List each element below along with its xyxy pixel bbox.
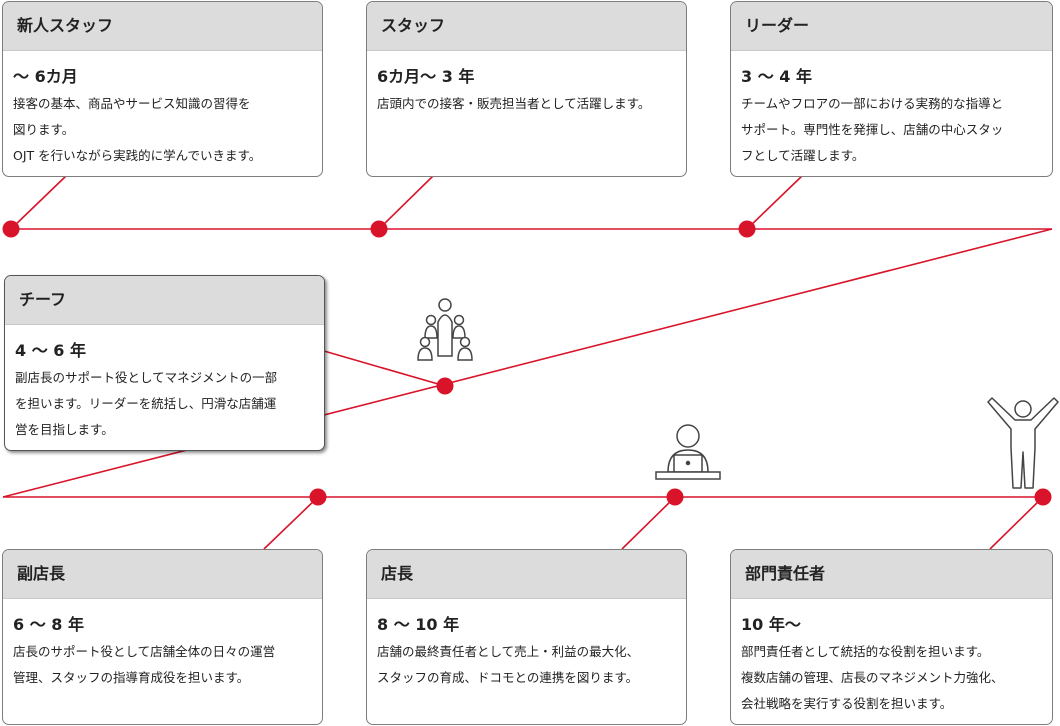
stage-card-leader: リーダー 3 〜 4 年 チームやフロアの一部における実務的な指導と サポート。… (730, 1, 1053, 177)
connector-stage-7 (989, 496, 1044, 550)
stage-period: 3 〜 4 年 (741, 67, 812, 86)
timeline-dot-1 (2, 220, 20, 238)
timeline-diagonal (2, 228, 1053, 498)
stage-title: チーフ (5, 276, 324, 325)
stage-period: 〜 6カ月 (13, 67, 78, 86)
stage-card-store-manager: 店長 8 〜 10 年 店舗の最終責任者として売上・利益の最大化、 スタッフの育… (366, 549, 687, 725)
timeline-dot-7 (1034, 488, 1052, 506)
timeline-dot-6 (666, 488, 684, 506)
timeline-dot-5 (309, 488, 327, 506)
connector-stage-1 (10, 175, 67, 230)
stage-period: 4 〜 6 年 (15, 341, 86, 360)
connector-stage-4 (323, 350, 446, 387)
stage-card-division-head: 部門責任者 10 年〜 部門責任者として統括的な役割を担います。 複数店舗の管理… (730, 549, 1053, 725)
stage-title: 部門責任者 (731, 550, 1052, 599)
stage-period: 8 〜 10 年 (377, 615, 460, 634)
timeline-dot-3 (738, 220, 756, 238)
stage-description: 部門責任者として統括的な役割を担います。 複数店舗の管理、店長のマネジメント力強… (741, 644, 1004, 711)
stage-title: 副店長 (3, 550, 322, 599)
stage-period: 6カ月〜 3 年 (377, 67, 475, 86)
stage-title: リーダー (731, 2, 1052, 51)
celebrating-person-icon (987, 397, 1059, 489)
connector-stage-3 (746, 175, 803, 230)
stage-period: 10 年〜 (741, 615, 801, 634)
stage-card-chief: チーフ 4 〜 6 年 副店長のサポート役としてマネジメントの一部 を担います。… (4, 275, 325, 451)
stage-description: 接客の基本、商品やサービス知識の習得を 図ります。 OJT を行いながら実践的に… (13, 96, 262, 163)
stage-description: チームやフロアの一部における実務的な指導と サポート。専門性を発揮し、店舗の中心… (741, 96, 1004, 163)
stage-card-staff: スタッフ 6カ月〜 3 年 店頭内での接客・販売担当者として活躍します。 (366, 1, 687, 177)
connector-stage-6 (621, 496, 676, 550)
stage-title: 新人スタッフ (3, 2, 322, 51)
stage-description: 副店長のサポート役としてマネジメントの一部 を担います。リーダーを統括し、円滑な… (15, 370, 278, 437)
connector-stage-2 (378, 175, 434, 230)
team-meeting-icon (417, 298, 473, 361)
laptop-worker-icon (655, 424, 721, 480)
stage-description: 店頭内での接客・販売担当者として活躍します。 (377, 96, 651, 111)
timeline-dot-4 (436, 377, 454, 395)
stage-card-deputy-manager: 副店長 6 〜 8 年 店長のサポート役として店舗全体の日々の運営 管理、スタッ… (2, 549, 323, 725)
timeline-dot-2 (370, 220, 388, 238)
stage-period: 6 〜 8 年 (13, 615, 84, 634)
stage-title: スタッフ (367, 2, 686, 51)
stage-title: 店長 (367, 550, 686, 599)
stage-description: 店舗の最終責任者として売上・利益の最大化、 スタッフの育成、ドコモとの連携を図り… (377, 644, 640, 685)
stage-description: 店長のサポート役として店舗全体の日々の運営 管理、スタッフの指導育成役を担います… (13, 644, 276, 685)
connector-stage-5 (263, 496, 319, 550)
stage-card-new-staff: 新人スタッフ 〜 6カ月 接客の基本、商品やサービス知識の習得を 図ります。 O… (2, 1, 323, 177)
